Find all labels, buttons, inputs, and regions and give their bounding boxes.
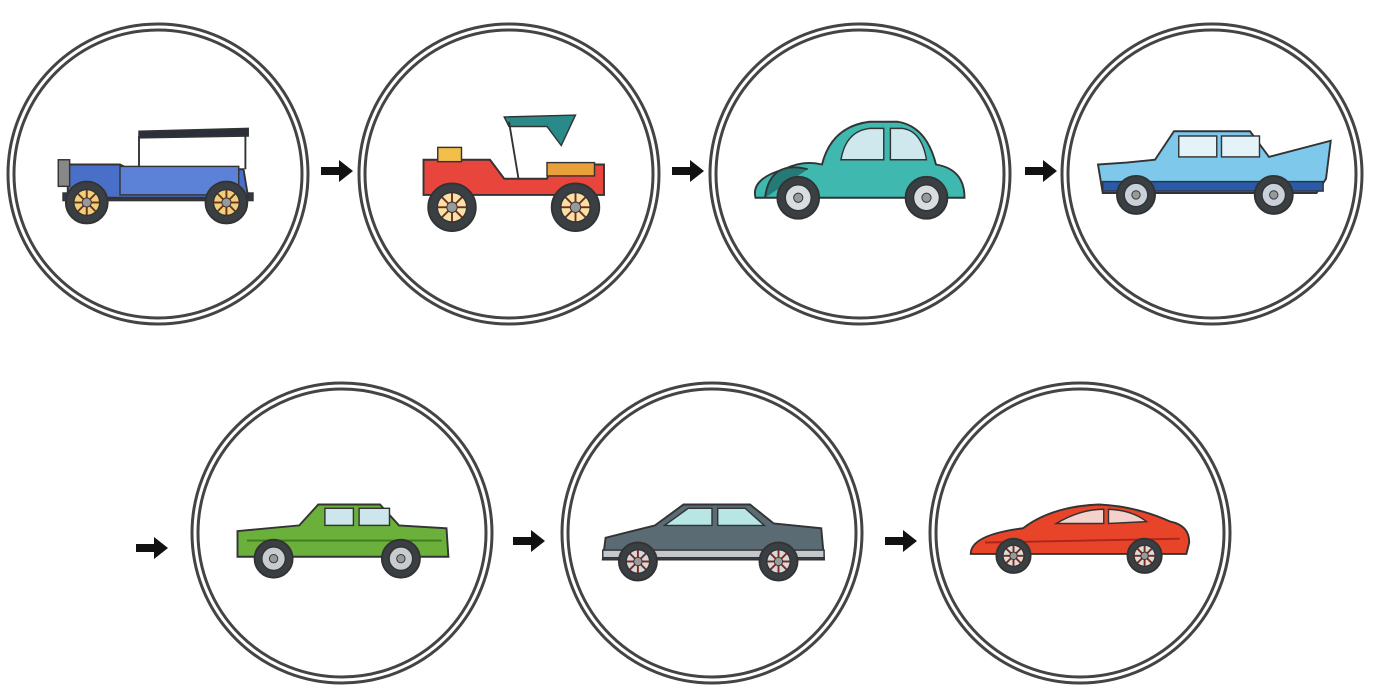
car-stage-circle [8,24,308,324]
car-stage-circle [562,383,862,683]
right-arrow-icon [885,530,917,552]
car-stage-circle [930,383,1230,683]
car-stage-circle [359,24,659,324]
car-stage-circle [710,24,1010,324]
right-arrow-icon [1025,160,1057,182]
car-stage-circle [1062,24,1362,324]
right-arrow-icon [513,530,545,552]
right-arrow-icon [136,537,168,559]
right-arrow-icon [672,160,704,182]
right-arrow-icon [321,160,353,182]
car-stage-circle [192,383,492,683]
